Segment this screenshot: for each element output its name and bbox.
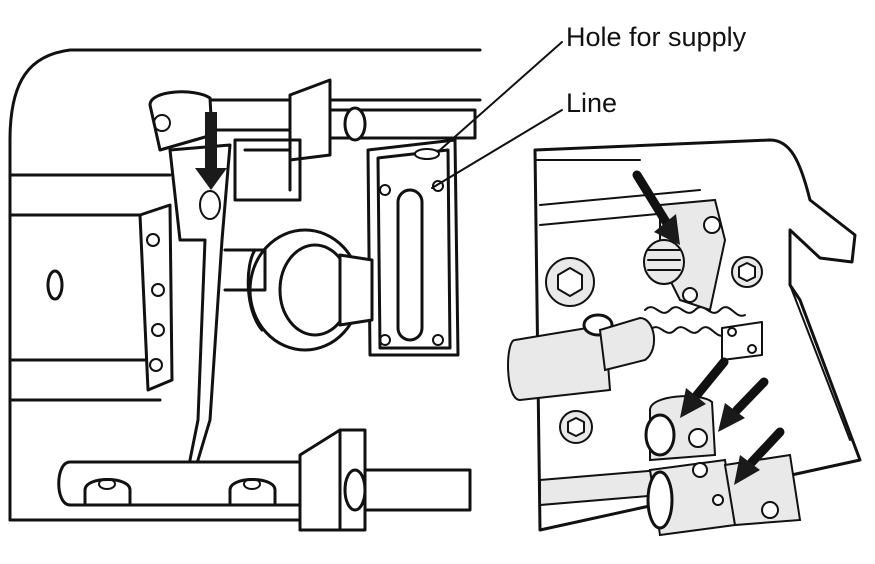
leader-line xyxy=(431,109,563,189)
label-hole-for-supply: Hole for supply xyxy=(566,22,747,52)
arrow-upper xyxy=(632,170,680,245)
needle-bar-mechanism-illustration xyxy=(507,138,862,537)
arrow-middle-1 xyxy=(680,357,729,418)
hook-assembly-drawing xyxy=(8,48,482,532)
leader-hole-for-supply xyxy=(439,41,563,151)
arrow-lower xyxy=(734,427,785,485)
arrow-middle-2 xyxy=(718,377,769,432)
label-line: Line xyxy=(566,88,618,118)
